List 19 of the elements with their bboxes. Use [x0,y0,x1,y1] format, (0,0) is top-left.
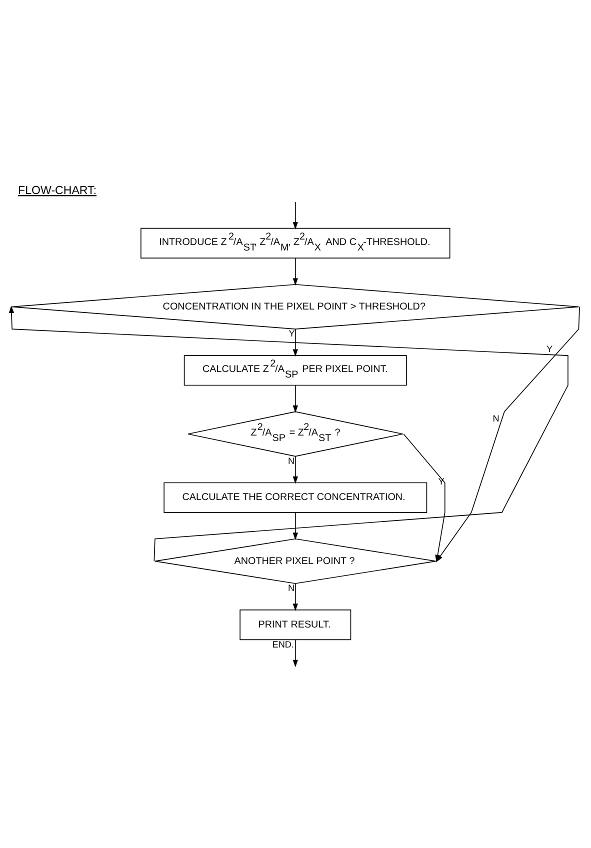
edge-label: N [288,582,295,593]
edge-label: Y [288,328,295,338]
arrow [292,512,298,540]
arrow [292,257,298,286]
arrow [292,384,298,412]
arrow [292,456,298,484]
node-box: CALCULATE THE CORRECT CONCENTRATION. [164,482,428,512]
arrow [292,328,298,356]
edge-label: N [288,455,295,466]
edge-label: END. [272,638,294,649]
edge-label: N [492,413,500,424]
arrow [292,201,298,230]
arrow [292,582,298,611]
edge-label: Y [546,344,553,354]
diagram-title: FLOW-CHART: [18,184,97,197]
node-diamond: ANOTHER PIXEL POINT ? [154,538,436,584]
node-box: PRINT RESULT. [240,609,352,640]
arrow [292,638,298,667]
node-diamond: CONCENTRATION IN THE PIXEL POINT > THRESHOLD? [12,284,580,330]
